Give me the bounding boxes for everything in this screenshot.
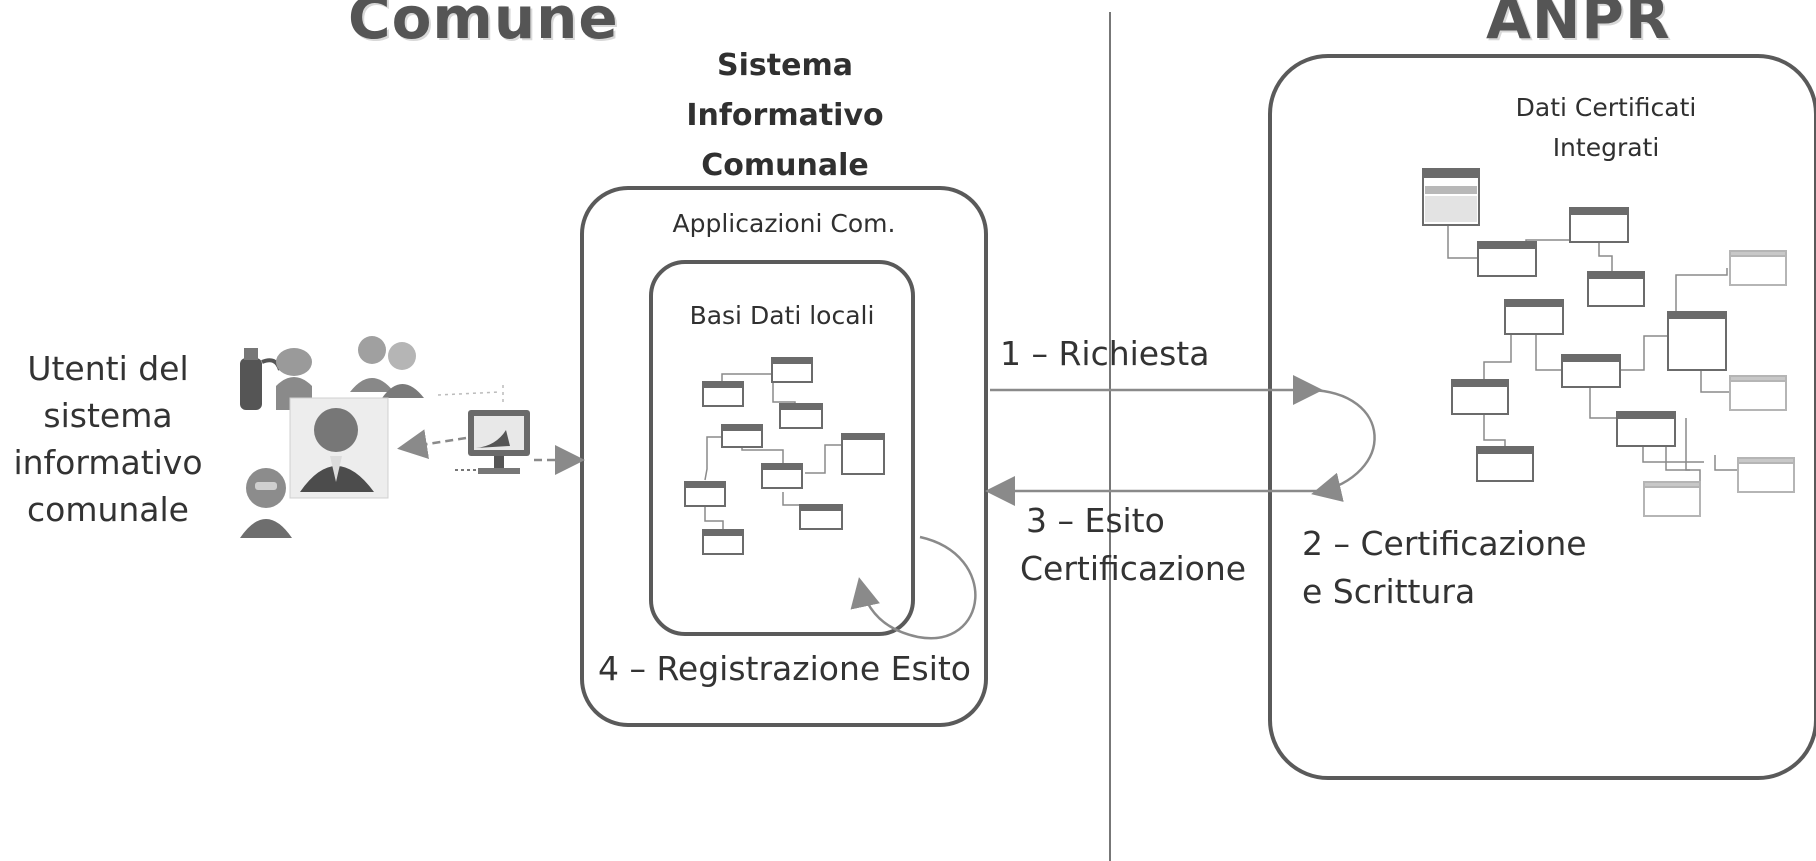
anpr-box [1268, 54, 1816, 780]
basi-dati-box [649, 260, 915, 636]
basi-dati-label: Basi Dati locali [689, 301, 875, 330]
anpr-data-label: Dati Certificati Integrati [1515, 93, 1697, 162]
certification-loop [1309, 388, 1376, 502]
registration-loop [850, 535, 977, 640]
section-title-comune: Comune [348, 0, 619, 52]
section-title-anpr: ANPR [1486, 0, 1671, 52]
anpr-faded-tables [1643, 250, 1795, 517]
sistema-label: Sistema Informativo Comunale [686, 48, 884, 183]
step-3-line-1: 3 – Esito [1026, 501, 1165, 540]
local-db-tables [684, 357, 885, 555]
step-1-label: 1 – Richiesta [1000, 334, 1210, 373]
users-monitor-link [397, 429, 467, 459]
step-3-label: 3 – Esito Certificazione [1020, 497, 1246, 593]
step-2-line-1: 2 – Certificazione [1302, 524, 1587, 563]
monitor-icon [455, 410, 530, 474]
users-icon-group [240, 336, 424, 538]
applicazioni-label: Applicazioni Com. [672, 209, 896, 238]
step-2-line-2: e Scrittura [1302, 572, 1476, 611]
anpr-tables [1422, 168, 1727, 482]
step-4-label: 4 – Registrazione Esito [598, 649, 971, 688]
applicazioni-box [580, 186, 988, 727]
step-2-label: 2 – Certificazione e Scrittura [1302, 520, 1587, 616]
step-3-line-2: Certificazione [1020, 549, 1247, 588]
users-label: Utenti del sistema informativo comunale [13, 349, 203, 529]
